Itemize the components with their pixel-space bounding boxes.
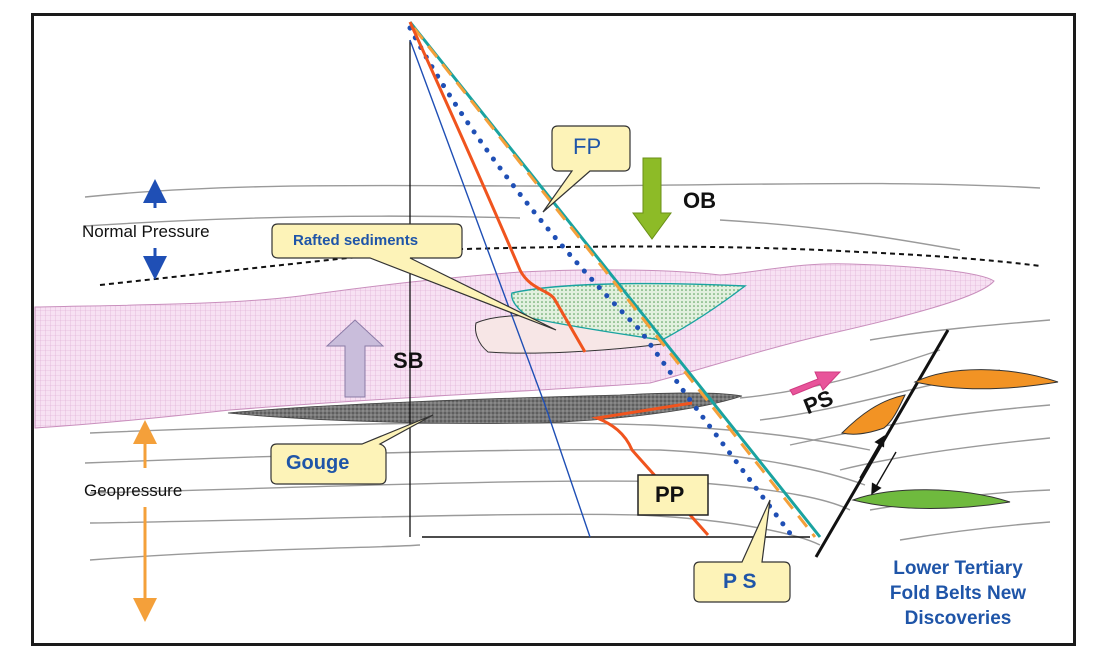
fault-motion-arrow-down: [871, 451, 897, 495]
thin-blue-line: [409, 39, 591, 538]
stratum-line: [839, 437, 1051, 471]
pp-label: PP: [655, 482, 685, 507]
stratum-line: [789, 404, 1051, 446]
note-line-1: Lower Tertiary: [893, 558, 1023, 579]
sb-arrow: [325, 319, 385, 398]
geopressure-label: Geopressure: [84, 481, 183, 500]
ps-pink-arrow: [789, 371, 842, 396]
rafted-sediments-callout: [271, 223, 557, 331]
pp-line-lower: [591, 401, 710, 536]
stratum-line: [719, 219, 961, 251]
normal-pressure-label: Normal Pressure: [82, 222, 210, 241]
pp-line: [408, 21, 587, 353]
fold-green: [851, 489, 1011, 509]
ob-arrow: [632, 157, 672, 240]
ps-callout: [693, 499, 791, 603]
fp-callout: [542, 125, 631, 213]
fault-motion-arrow-up: [859, 435, 885, 479]
fold-mid-orange: [841, 394, 906, 435]
note-line-2: Fold Belts New: [889, 583, 1027, 604]
stratum-line: [89, 480, 851, 511]
ob-label: OB: [683, 188, 716, 213]
stratum-line: [89, 513, 821, 546]
sb-label: SB: [393, 348, 424, 373]
stratum-line: [739, 349, 941, 399]
dotted-gradient-line: [407, 25, 798, 543]
ps-line: [412, 27, 817, 538]
stratum-line: [89, 422, 871, 451]
gouge-label: Gouge: [286, 452, 350, 474]
note-line-3: Discoveries: [904, 608, 1012, 629]
stratum-line: [84, 215, 521, 227]
lower-tertiary-note: Lower Tertiary Fold Belts New Discoverie…: [858, 556, 1058, 631]
stratum-line: [869, 319, 1051, 341]
rafted-sediments-label: Rafted sediments: [293, 232, 419, 249]
fp-label: FP: [573, 134, 602, 159]
fold-top-orange: [913, 369, 1059, 390]
ps-callout-label: P S: [723, 570, 757, 593]
stratum-line: [84, 448, 866, 486]
gouge-callout: [270, 414, 434, 485]
stratum-line: [89, 544, 421, 561]
stratum-line: [899, 521, 1051, 541]
pp-box: [637, 474, 709, 516]
stratum-line: [84, 182, 1041, 198]
